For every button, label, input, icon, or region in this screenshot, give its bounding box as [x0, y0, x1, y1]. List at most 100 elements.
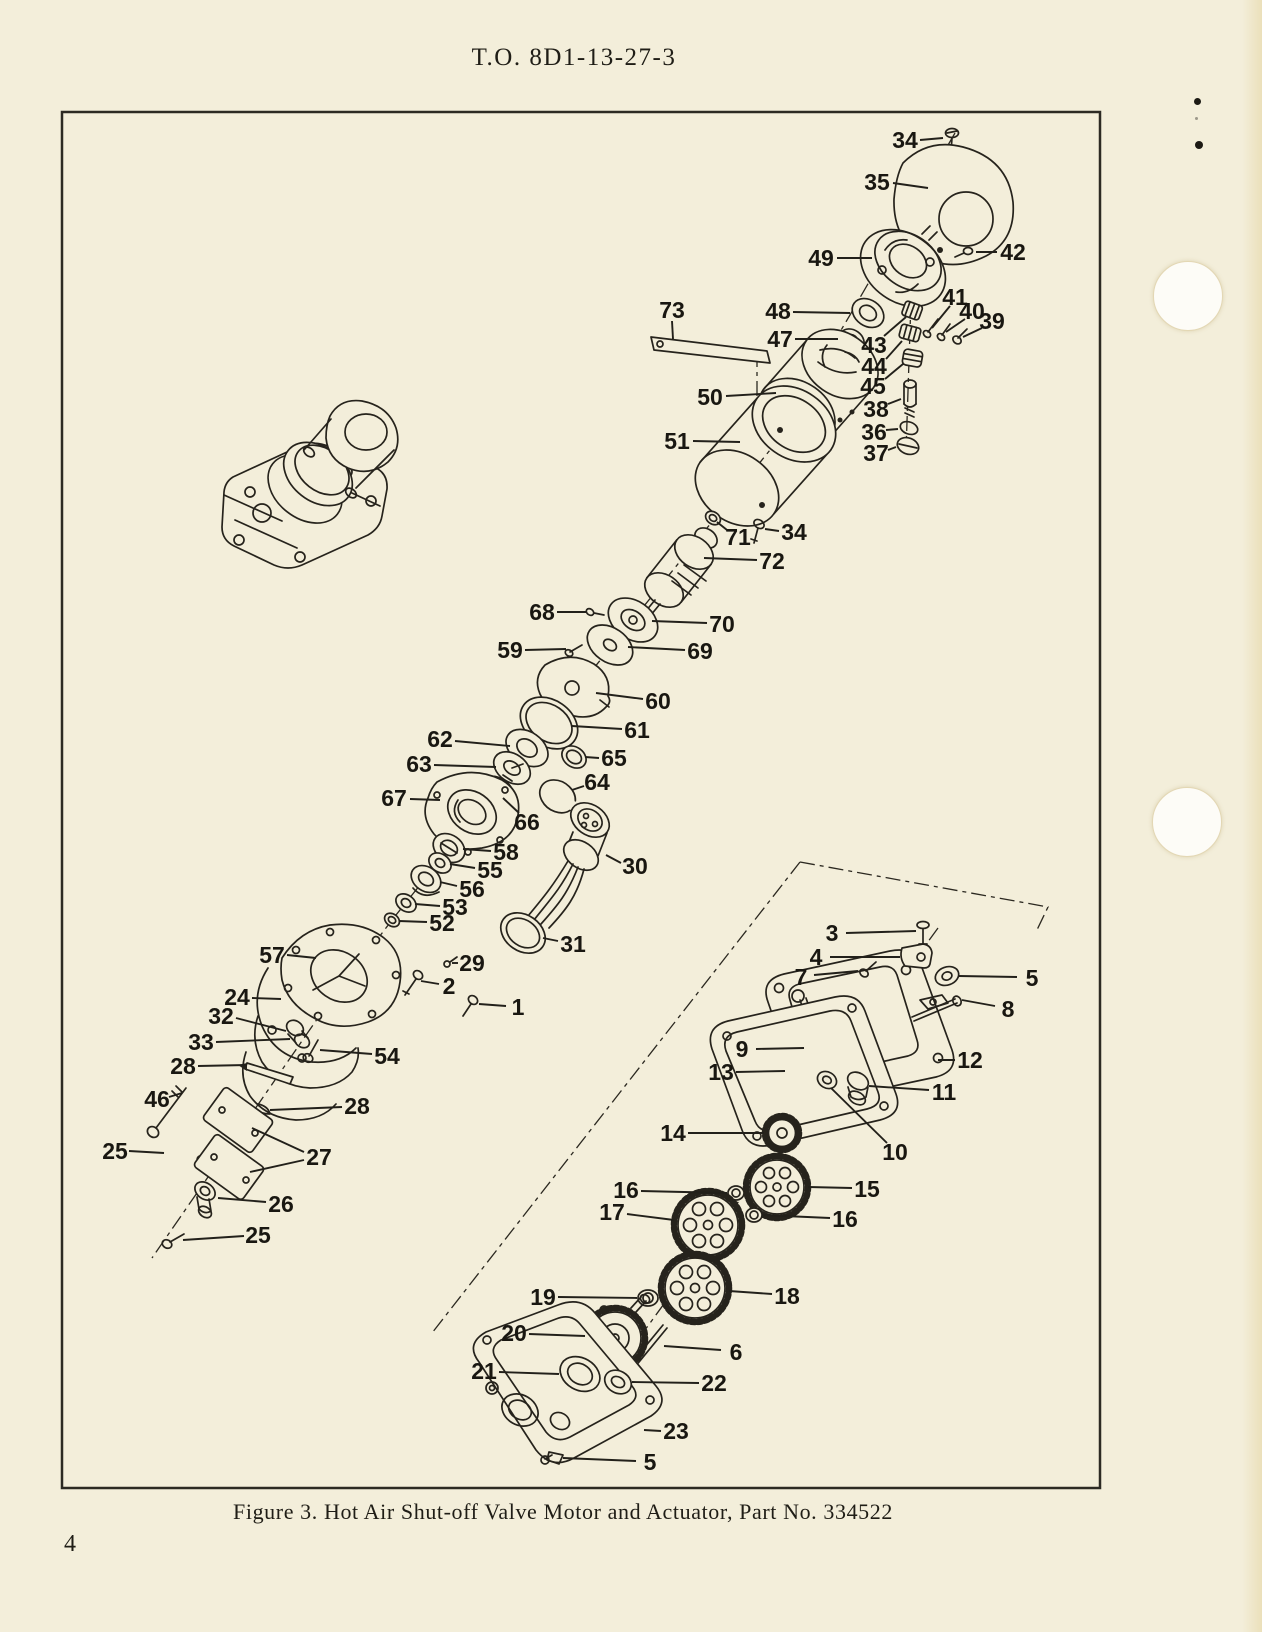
callout-64: 64	[584, 769, 610, 795]
leader-line-26	[217, 1197, 267, 1203]
ink-speck	[1195, 117, 1198, 120]
callout-23: 23	[663, 1418, 689, 1444]
leader-line-32	[235, 1017, 287, 1032]
callout-24: 24	[224, 984, 250, 1010]
hole-punch	[1153, 261, 1223, 331]
callout-69: 69	[687, 638, 713, 664]
leader-line-66	[502, 797, 520, 814]
callout-65: 65	[601, 745, 627, 771]
callout-45: 45	[860, 373, 886, 399]
leader-line-17	[626, 1213, 675, 1221]
leader-line-31	[542, 937, 559, 942]
callout-33: 33	[188, 1029, 214, 1055]
leader-line-27	[251, 1127, 305, 1153]
callout-63: 63	[406, 751, 432, 777]
figure-caption: Figure 3. Hot Air Shut-off Valve Motor a…	[233, 1499, 893, 1524]
callout-28: 28	[344, 1093, 370, 1119]
leader-line-48	[792, 311, 851, 314]
callout-71: 71	[725, 524, 751, 550]
leader-line-45	[884, 363, 904, 380]
callout-56: 56	[459, 876, 485, 902]
callout-60: 60	[645, 688, 671, 714]
leader-line-71	[716, 521, 728, 531]
callout-42: 42	[1000, 239, 1026, 265]
leader-line-61	[571, 725, 623, 730]
callout-15: 15	[854, 1176, 880, 1202]
callout-61: 61	[624, 717, 650, 743]
figure-border	[60, 110, 1102, 1490]
leader-line-28	[269, 1106, 343, 1111]
callout-44: 44	[861, 353, 887, 379]
callout-20: 20	[501, 1320, 527, 1346]
leader-line-13	[735, 1070, 786, 1073]
callout-73: 73	[659, 297, 685, 323]
leader-line-20	[528, 1333, 586, 1337]
leader-line-38	[887, 398, 902, 405]
leader-line-64	[571, 785, 585, 791]
callout-67: 67	[381, 785, 407, 811]
leader-line-28	[197, 1064, 248, 1067]
callout-36: 36	[861, 419, 887, 445]
callout-11: 11	[932, 1079, 957, 1105]
callout-32: 32	[208, 1003, 234, 1029]
leader-line-43	[883, 316, 907, 337]
callout-39: 39	[979, 308, 1005, 334]
callout-31: 31	[560, 931, 586, 957]
leader-line-5	[958, 975, 1018, 978]
leader-line-35	[892, 182, 929, 189]
callout-8: 8	[1002, 996, 1015, 1022]
callout-54: 54	[374, 1043, 400, 1069]
page-header-text: T.O. 8D1-13-27-3	[471, 44, 677, 71]
dashed-frame	[431, 861, 1049, 1334]
leader-line-16	[640, 1190, 728, 1194]
leader-line-34	[919, 137, 944, 141]
leader-line-67	[409, 798, 441, 801]
callout-53: 53	[442, 894, 468, 920]
leader-line-25	[128, 1150, 165, 1154]
callout-14: 14	[660, 1120, 686, 1146]
callout-13: 13	[708, 1059, 734, 1085]
leader-line-34	[764, 528, 780, 532]
callout-34: 34	[781, 519, 807, 545]
leader-line-5	[562, 1457, 637, 1462]
hole-punch	[1152, 787, 1222, 857]
leader-line-11	[868, 1085, 930, 1091]
leader-line-16	[761, 1214, 831, 1219]
leader-line-51	[692, 440, 741, 443]
leader-line-23	[643, 1429, 662, 1432]
callout-1: 1	[512, 994, 525, 1020]
leader-line-19	[557, 1296, 638, 1299]
callout-17: 17	[599, 1199, 625, 1225]
callout-30: 30	[622, 853, 648, 879]
callout-38: 38	[863, 396, 889, 422]
leader-line-54	[319, 1049, 373, 1055]
leader-line-55	[449, 863, 476, 869]
callout-50: 50	[697, 384, 723, 410]
callout-55: 55	[477, 857, 503, 883]
leader-line-59	[524, 648, 567, 651]
callout-49: 49	[808, 245, 834, 271]
leader-line-50	[725, 392, 777, 397]
callout-35: 35	[864, 169, 890, 195]
leader-lines	[128, 137, 1018, 1462]
exploded-parts-illustration	[146, 127, 1015, 1465]
leader-line-46	[168, 1092, 183, 1098]
leader-line-24	[251, 997, 282, 1000]
callout-2: 2	[443, 973, 456, 999]
leader-line-57	[286, 954, 317, 959]
leader-line-22	[631, 1381, 700, 1384]
callout-51: 51	[664, 428, 690, 454]
leader-line-52	[398, 920, 428, 923]
callout-6: 6	[730, 1339, 743, 1365]
callout-57: 57	[259, 942, 285, 968]
callout-52: 52	[429, 910, 455, 936]
leader-line-3	[845, 930, 917, 934]
leader-line-21	[498, 1371, 560, 1375]
callout-58: 58	[493, 839, 519, 865]
leader-line-56	[439, 881, 458, 887]
callout-19: 19	[530, 1284, 556, 1310]
callout-16: 16	[832, 1206, 858, 1232]
callout-9: 9	[736, 1036, 749, 1062]
